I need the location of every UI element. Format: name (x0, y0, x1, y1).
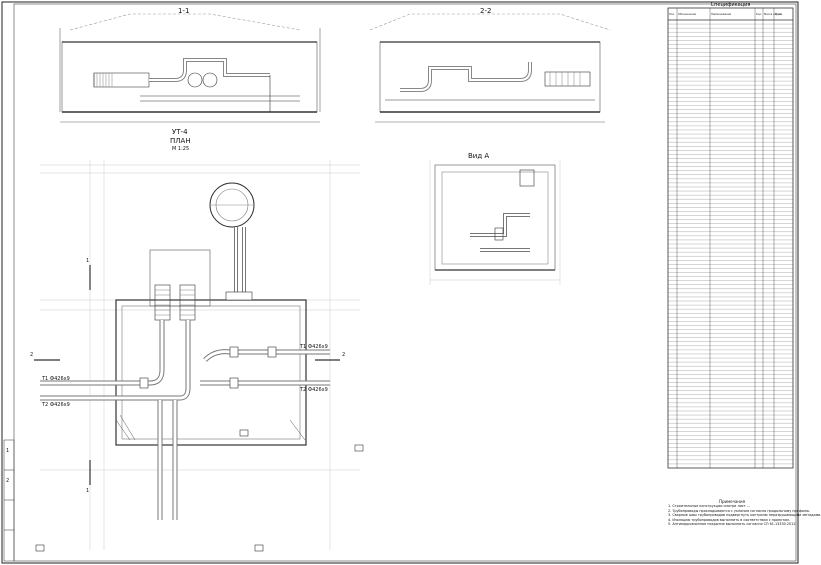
notes-title: Примечания (718, 499, 746, 504)
pipe-label-t2-left: Т2 Ф426х9 (42, 402, 70, 408)
plan-subtitle: ПЛАН (170, 137, 191, 145)
note-line: 2. Трубопроводы прокладываются с уклоном… (668, 508, 810, 513)
spec-header-cell: Наименование (711, 12, 732, 16)
pipe-label-t1-left: Т1 Ф426х9 (42, 376, 70, 382)
spec-header-cell: Прим. (775, 12, 783, 16)
stamp-block (3, 439, 15, 562)
plan-scale: М 1:25 (172, 146, 190, 152)
section-1-1-drawing (59, 13, 321, 123)
view-a-drawing (429, 160, 561, 285)
spec-title: Спецификация (710, 2, 751, 8)
section-1-1-title: 1-1 (178, 7, 190, 15)
sheet-frame (1, 1, 799, 564)
plan-drawing (34, 160, 364, 552)
plan-title: УТ-4 (172, 128, 188, 136)
notes-block: Примечания 1. Строительные конструкции с… (668, 499, 821, 527)
stamp-mark-1: 1 (6, 448, 10, 454)
section-mark-right: 2 (342, 352, 346, 358)
section-2-2-title: 2-2 (480, 7, 492, 15)
specification-table (667, 7, 794, 469)
note-line: 3. Сварные швы трубопроводов подвергнуть… (668, 513, 821, 518)
section-2-2-drawing (369, 13, 611, 123)
inner-frame (13, 3, 797, 562)
pipe-label-t1-right: Т1 Ф426х9 (300, 344, 328, 350)
section-mark-top: 1 (86, 258, 90, 264)
spec-header-cell: Масса ед. кг (764, 12, 782, 16)
spec-header-cell: Кол. (756, 12, 762, 16)
stamp-mark-2: 2 (6, 478, 10, 484)
note-line: 4. Изоляцию трубопроводов выполнить в со… (668, 517, 790, 522)
note-line: 5. Антикоррозионное покрытие выполнить с… (668, 522, 797, 527)
pipe-label-t2-right: Т2 Ф426х9 (300, 387, 328, 393)
note-line: 1. Строительные конструкции смотри лист … (668, 504, 750, 509)
drawing-sheet: Поз.Обозначение Наименование Кол.Масса ед.… (1, 1, 799, 564)
section-mark-bottom: 1 (86, 488, 90, 494)
section-mark-left: 2 (30, 352, 34, 358)
spec-header-cell: Поз. (669, 12, 675, 16)
view-a-title: Вид А (468, 152, 490, 160)
spec-header-cell: Обозначение (678, 12, 696, 16)
